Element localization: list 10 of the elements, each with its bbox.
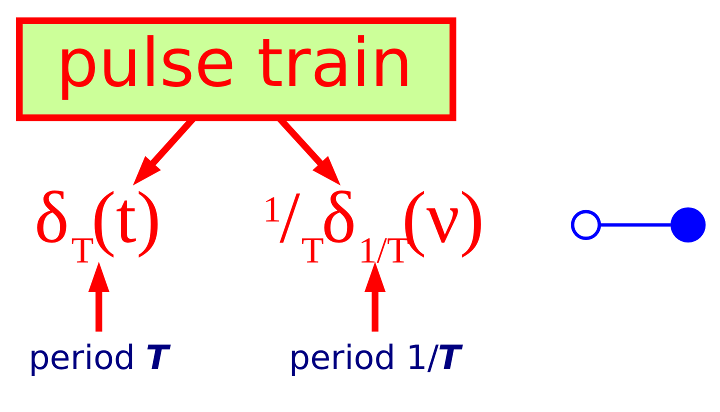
node-text: period 1/T [288, 337, 461, 376]
node-text: δ$_{T}$(t) [34, 175, 161, 270]
node-box: pulse train [16, 16, 456, 121]
node-text: $^{1}$/$_{T}$δ$_{1/T}$(ν) [262, 175, 484, 270]
node-circle [570, 209, 602, 240]
arrow [88, 261, 110, 332]
node-text: period T [28, 337, 169, 376]
arrow [364, 261, 386, 332]
node-circle [670, 206, 706, 242]
connector [600, 222, 671, 226]
